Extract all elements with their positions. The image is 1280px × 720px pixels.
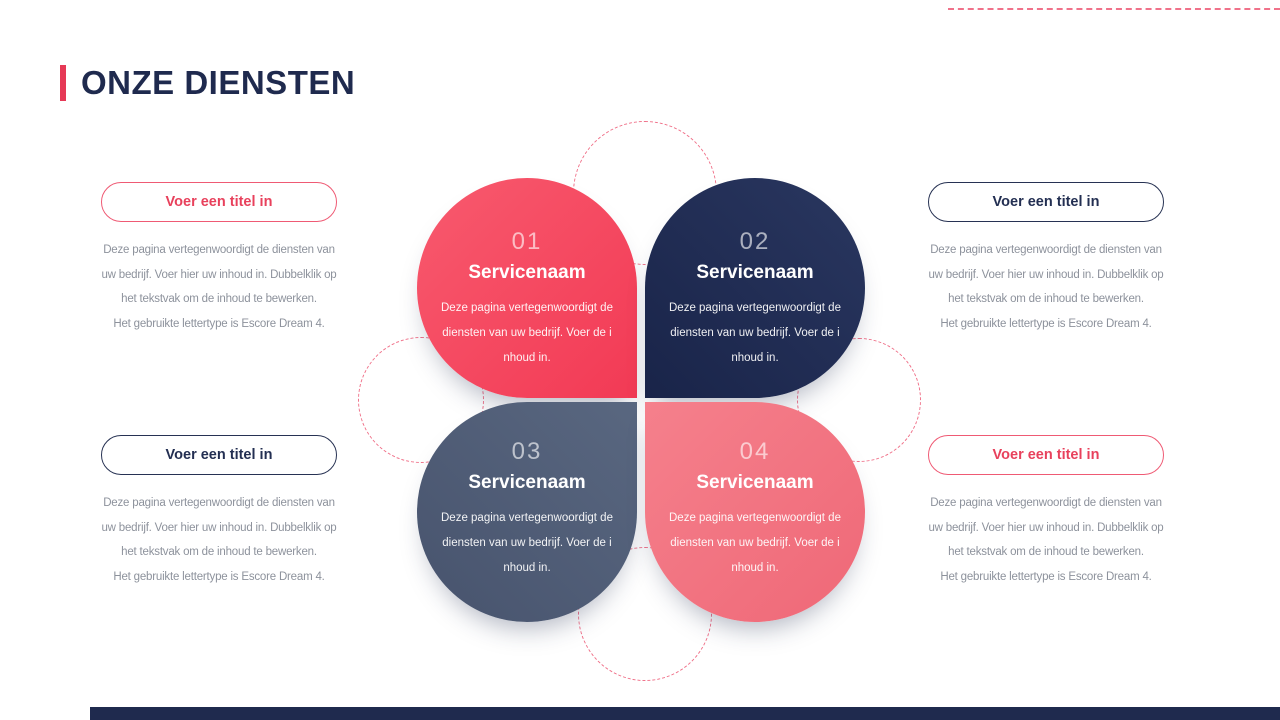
bottom-accent-bar [90, 707, 1280, 720]
title-placeholder-button[interactable]: Voer een titel in [928, 182, 1164, 222]
side-block-bottom-right: Voer een titel in Deze pagina vertegenwo… [928, 435, 1164, 589]
petal-number: 01 [511, 227, 543, 255]
petal-description: Deze pagina vertegenwoordigt de diensten… [669, 301, 841, 364]
petal-service-01: 01 Servicenaam Deze pagina vertegenwoord… [417, 178, 637, 398]
petal-number: 02 [739, 227, 771, 255]
petal-service-name: Servicenaam [468, 471, 586, 493]
side-description-note: Het gebruikte lettertype is Escore Dream… [113, 317, 325, 330]
petal-description: Deze pagina vertegenwoordigt de diensten… [669, 511, 841, 574]
side-description-text: Deze pagina vertegenwoordigt de diensten… [101, 497, 337, 559]
side-description-note: Het gebruikte lettertype is Escore Dream… [113, 570, 325, 583]
top-dashed-line [948, 8, 1280, 10]
petal-service-04: 04 Servicenaam Deze pagina vertegenwoord… [645, 402, 865, 622]
title-placeholder-button[interactable]: Voer een titel in [928, 435, 1164, 475]
side-description-text: Deze pagina vertegenwoordigt de diensten… [928, 497, 1164, 559]
page-title: ONZE DIENSTEN [81, 64, 356, 101]
dashed-circle-right [797, 338, 921, 462]
dashed-circle-bottom [578, 547, 712, 681]
petal-service-02: 02 Servicenaam Deze pagina vertegenwoord… [645, 178, 865, 398]
side-block-bottom-left: Voer een titel in Deze pagina vertegenwo… [101, 435, 337, 589]
slide-header: ONZE DIENSTEN [60, 64, 355, 102]
dashed-circle-left [358, 337, 484, 463]
petal-service-name: Servicenaam [696, 471, 814, 493]
title-placeholder-label: Voer een titel in [165, 447, 273, 463]
side-description-note: Het gebruikte lettertype is Escore Dream… [940, 317, 1152, 330]
title-placeholder-label: Voer een titel in [165, 194, 273, 210]
title-placeholder-label: Voer een titel in [992, 194, 1100, 210]
side-description: Deze pagina vertegenwoordigt de diensten… [101, 491, 337, 589]
side-description-text: Deze pagina vertegenwoordigt de diensten… [928, 244, 1164, 306]
petal-service-name: Servicenaam [468, 261, 586, 283]
petal-number: 04 [739, 437, 771, 465]
petal-description: Deze pagina vertegenwoordigt de diensten… [441, 301, 613, 364]
side-description: Deze pagina vertegenwoordigt de diensten… [928, 491, 1164, 589]
title-placeholder-button[interactable]: Voer een titel in [101, 182, 337, 222]
side-block-top-left: Voer een titel in Deze pagina vertegenwo… [101, 182, 337, 336]
side-description-text: Deze pagina vertegenwoordigt de diensten… [101, 244, 337, 306]
side-description: Deze pagina vertegenwoordigt de diensten… [101, 238, 337, 336]
title-accent-bar [60, 65, 66, 101]
side-description: Deze pagina vertegenwoordigt de diensten… [928, 238, 1164, 336]
petal-service-03: 03 Servicenaam Deze pagina vertegenwoord… [417, 402, 637, 622]
petal-number: 03 [511, 437, 543, 465]
title-placeholder-label: Voer een titel in [992, 447, 1100, 463]
petal-description: Deze pagina vertegenwoordigt de diensten… [441, 511, 613, 574]
side-description-note: Het gebruikte lettertype is Escore Dream… [940, 570, 1152, 583]
side-block-top-right: Voer een titel in Deze pagina vertegenwo… [928, 182, 1164, 336]
petal-service-name: Servicenaam [696, 261, 814, 283]
title-placeholder-button[interactable]: Voer een titel in [101, 435, 337, 475]
